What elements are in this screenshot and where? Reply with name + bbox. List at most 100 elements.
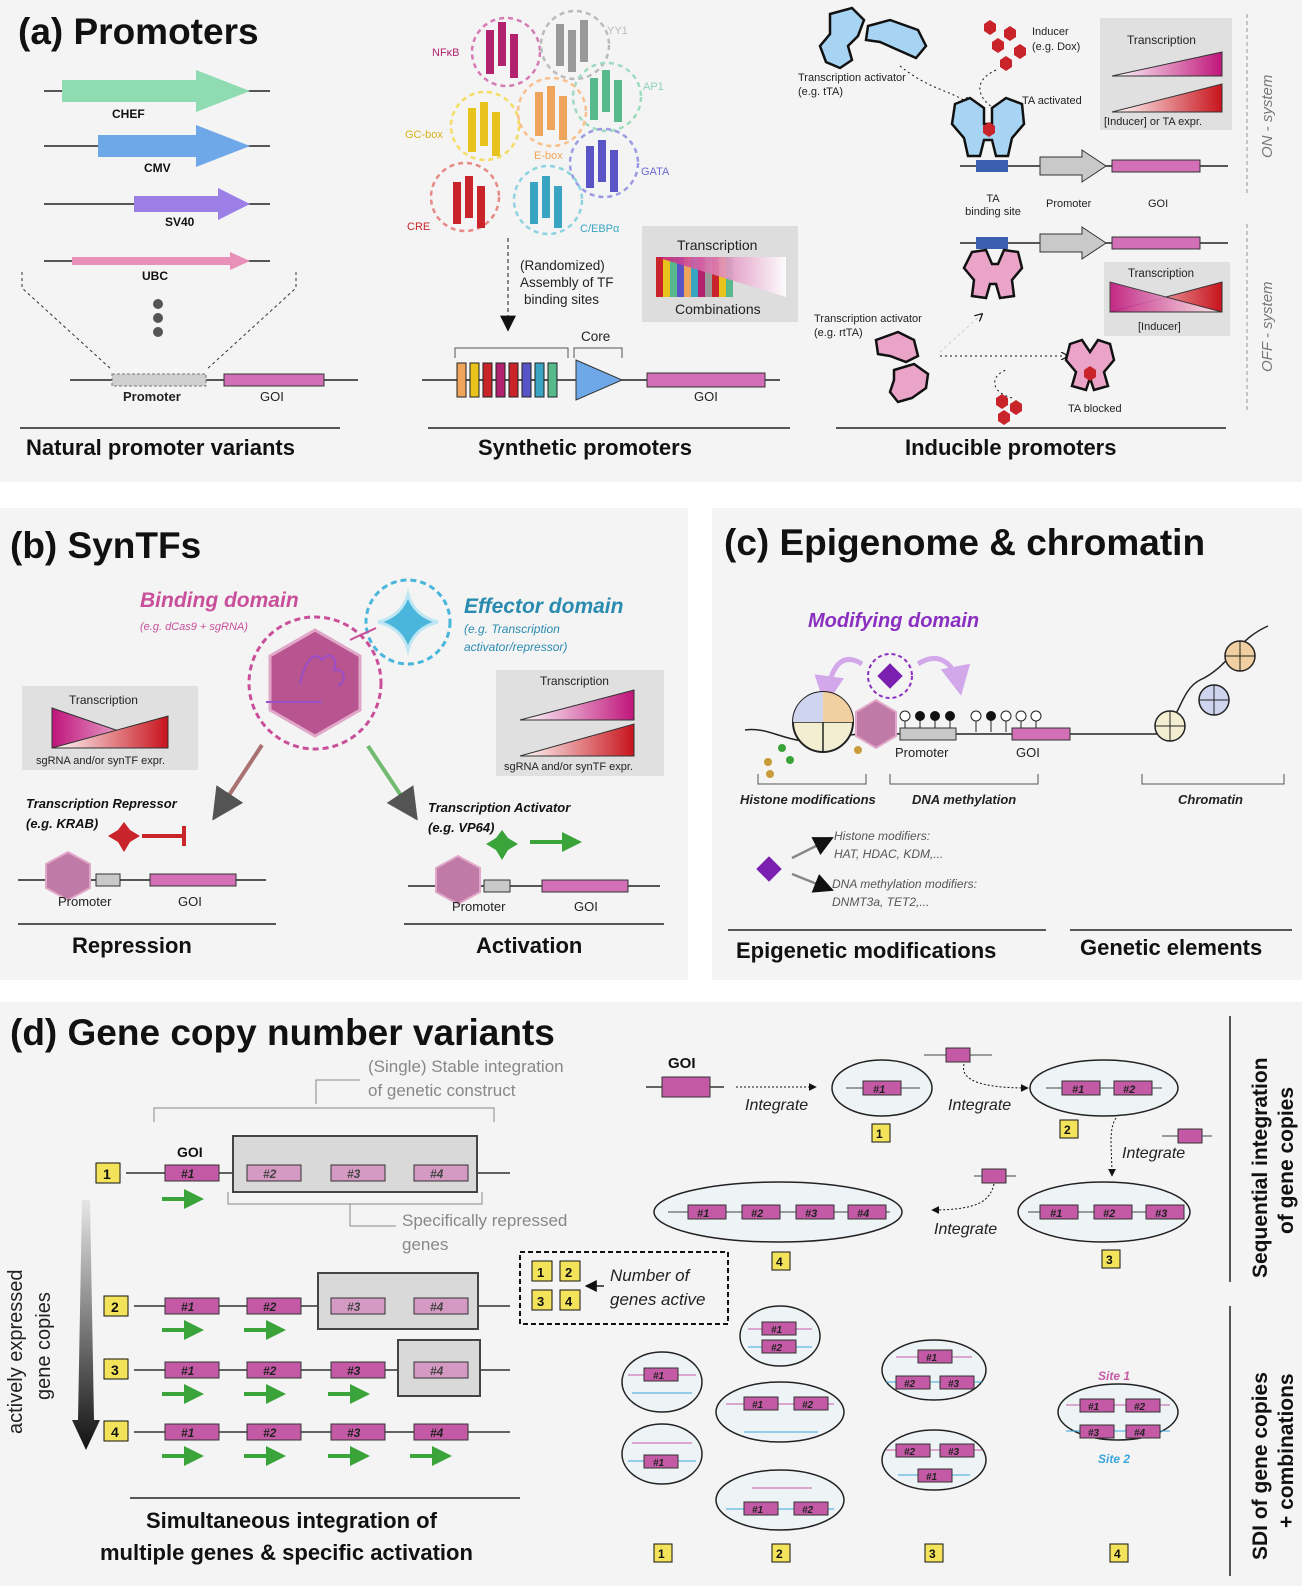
krab-star bbox=[108, 822, 140, 852]
panel-b: (b) SynTFs Binding domain (e.g. dCas9 + … bbox=[0, 508, 688, 980]
histone-modifiers-line2: HAT, HDAC, KDM,... bbox=[834, 847, 943, 861]
off-goi-box bbox=[1111, 236, 1201, 250]
ubc-label: UBC bbox=[142, 269, 168, 283]
activator-b-line2: (e.g. VP64) bbox=[428, 820, 494, 835]
assembly-line1: (Randomized) bbox=[520, 258, 605, 273]
chromatin-label: Chromatin bbox=[1178, 792, 1243, 807]
site2-label: Site 2 bbox=[1098, 1452, 1130, 1466]
s3-g2: #2 bbox=[1103, 1208, 1115, 1220]
integrate-3: Integrate bbox=[1122, 1145, 1185, 1162]
r3-g2: #2 bbox=[263, 1364, 277, 1378]
binding-domain-label: Binding domain bbox=[140, 589, 299, 612]
inducible-promoters: Transcription activator (e.g. tTA) Induc… bbox=[798, 6, 1276, 460]
tf-cluster-ap1: AP1 bbox=[571, 61, 664, 133]
r3-g3: #3 bbox=[347, 1364, 361, 1378]
s4-g3: #3 bbox=[805, 1208, 817, 1220]
on-system-box: Transcription [Inducer] or TA expr. bbox=[1100, 18, 1232, 130]
ubc-arrow bbox=[72, 252, 250, 270]
promoter-slot bbox=[111, 373, 207, 387]
panel-d: (d) Gene copy number variants (Single) S… bbox=[0, 1002, 1302, 1586]
binding-domain-example: (e.g. dCas9 + sgRNA) bbox=[140, 621, 248, 633]
panel-a-title: (a) Promoters bbox=[18, 11, 259, 52]
active-axis-line1: actively expressed bbox=[5, 1269, 27, 1434]
c2c-g2: #2 bbox=[802, 1505, 814, 1516]
chef-label: CHEF bbox=[112, 107, 145, 121]
off-system-label: OFF - system bbox=[1259, 281, 1276, 372]
s2-badge: 2 bbox=[1064, 1123, 1071, 1137]
seq-goi-label: GOI bbox=[668, 1055, 696, 1072]
level-2-badge bbox=[103, 1295, 129, 1317]
off-system-box: Transcription [Inducer] bbox=[1104, 262, 1230, 336]
s4-g2: #2 bbox=[751, 1208, 763, 1220]
off-box-top: Transcription bbox=[1128, 268, 1194, 280]
repressed-line1: Specifically repressed bbox=[402, 1211, 567, 1230]
s1-g1: #1 bbox=[873, 1084, 885, 1096]
goi-box bbox=[223, 373, 325, 387]
sequential-line2: of gene copies bbox=[1275, 1087, 1298, 1234]
r3-g1: #1 bbox=[181, 1364, 195, 1378]
r4-g1: #1 bbox=[181, 1426, 195, 1440]
r2-g4: #4 bbox=[430, 1300, 444, 1314]
integrate-1: Integrate bbox=[745, 1097, 808, 1114]
activation-caption: Activation bbox=[476, 933, 582, 958]
panel-a: (a) Promoters CHEF CMV SV40 UBC Promoter… bbox=[0, 0, 1302, 482]
integrate-2: Integrate bbox=[948, 1097, 1011, 1114]
tf-label-gcbox: GC-box bbox=[405, 129, 443, 141]
c3b-g1: #1 bbox=[926, 1472, 938, 1483]
c-promoter-box bbox=[899, 727, 957, 741]
on-box-bottom: [Inducer] or TA expr. bbox=[1104, 116, 1202, 128]
tf-cluster-gata: GATA bbox=[568, 127, 670, 199]
s3-badge: 3 bbox=[1106, 1253, 1113, 1267]
genetic-caption: Genetic elements bbox=[1080, 935, 1262, 960]
tf-cluster-cre: CRE bbox=[407, 161, 501, 233]
ta-blocked-protein bbox=[1064, 338, 1116, 392]
on-system-label: ON - system bbox=[1259, 75, 1276, 158]
repressor-line2: (e.g. KRAB) bbox=[26, 816, 98, 831]
tf-cluster-cebpa: C/EBPα bbox=[512, 164, 620, 236]
d-goi-label: GOI bbox=[177, 1144, 203, 1160]
level-3-label: 3 bbox=[111, 1362, 119, 1378]
tf-cluster-nfkb: NFκB bbox=[432, 16, 542, 88]
activation-box-top: Transcription bbox=[540, 674, 609, 688]
legend-level-4: 4 bbox=[565, 1294, 573, 1309]
synthetic-goi-label: GOI bbox=[694, 389, 718, 404]
c3a-g3: #3 bbox=[948, 1379, 960, 1390]
effector-example2: activator/repressor) bbox=[464, 640, 567, 654]
s4-g1: #1 bbox=[697, 1208, 709, 1220]
histone-mods-label: Histone modifications bbox=[740, 792, 876, 807]
on-box-top: Transcription bbox=[1127, 33, 1196, 47]
simultaneous-caption-line1: Simultaneous integration of bbox=[146, 1508, 438, 1533]
activation-box-bottom: sgRNA and/or synTF expr. bbox=[504, 761, 633, 773]
synthetic-caption: Synthetic promoters bbox=[478, 435, 692, 460]
c4-g1: #1 bbox=[1088, 1402, 1100, 1413]
panel-c: (c) Epigenome & chromatin Modifying doma… bbox=[712, 508, 1302, 980]
ta-activated-protein bbox=[950, 96, 1026, 158]
ta-binding-line1: TA bbox=[986, 193, 1000, 205]
legend-level-2: 2 bbox=[565, 1265, 572, 1280]
panel-c-background bbox=[712, 508, 1302, 980]
on-promoter-arrow bbox=[1039, 149, 1107, 183]
inducible-caption: Inducible promoters bbox=[905, 435, 1116, 460]
ta-binding-line2: binding site bbox=[965, 206, 1021, 218]
sdi-line1: SDI of gene copies bbox=[1249, 1372, 1272, 1560]
cmv-label: CMV bbox=[144, 161, 171, 175]
off-inducer-dots bbox=[996, 394, 1022, 425]
assembly-line2: Assembly of TF bbox=[520, 275, 614, 290]
sequential-integration: GOI Integrate #1 1 Integrate #1 #2 2 Int… bbox=[646, 1047, 1212, 1271]
simultaneous-caption-line2: multiple genes & specific activation bbox=[100, 1540, 473, 1565]
repressed-line2: genes bbox=[402, 1235, 448, 1254]
c2a-g2: #2 bbox=[771, 1343, 783, 1354]
repression-box-bottom: sgRNA and/or synTF expr. bbox=[36, 755, 165, 767]
c-goi-box bbox=[1011, 727, 1071, 741]
r3-g4: #4 bbox=[430, 1364, 444, 1378]
nucleosome bbox=[792, 691, 854, 753]
dna-methylation-label: DNA methylation bbox=[912, 792, 1016, 807]
active-axis-line2: gene copies bbox=[33, 1292, 55, 1400]
combinations-box-top: Transcription bbox=[677, 237, 757, 253]
c1a-g1: #1 bbox=[653, 1371, 665, 1382]
synthetic-promoters: NFκB YY1 AP1 GC-box E-box bbox=[405, 9, 798, 460]
sv40-label: SV40 bbox=[165, 215, 195, 229]
activation-goi-label: GOI bbox=[574, 899, 598, 914]
inducer-dots bbox=[984, 20, 1026, 71]
s3-g3: #3 bbox=[1155, 1208, 1167, 1220]
